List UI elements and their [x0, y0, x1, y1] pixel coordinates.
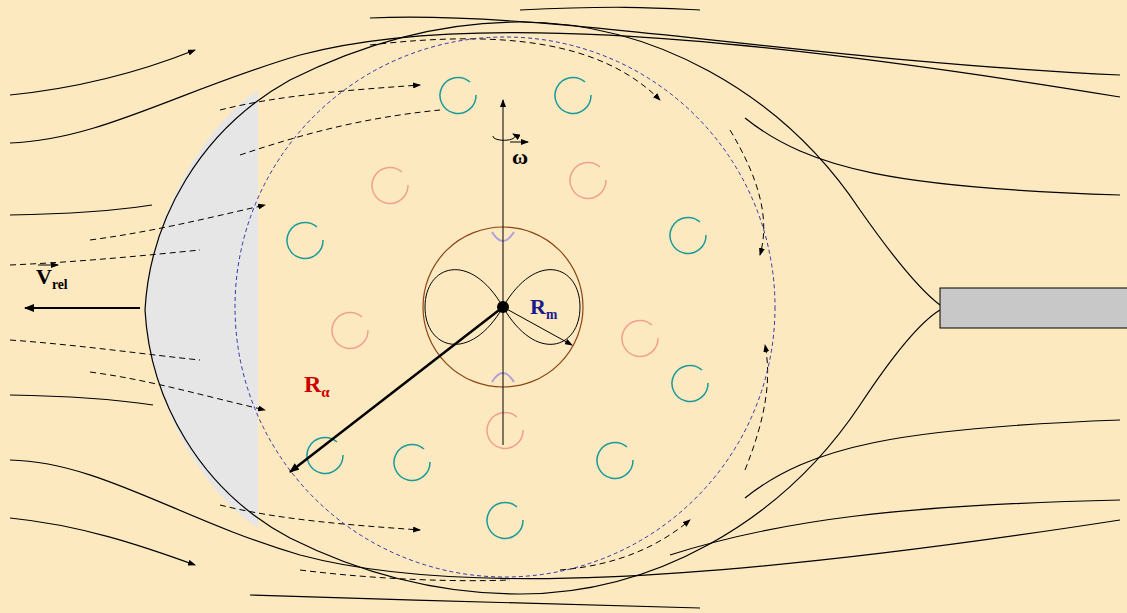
boundary-lines: [145, 22, 940, 594]
symbol-letter: R: [304, 371, 321, 397]
vector-mark: [510, 142, 528, 143]
tail-body: [940, 288, 1127, 328]
symbol-letter: ω: [512, 144, 528, 169]
rotation-arrow: [493, 134, 515, 140]
alfven-radius-circle: [235, 37, 775, 577]
symbol-subscript: rel: [52, 277, 68, 292]
internal-flow: [10, 39, 768, 581]
angular-velocity-symbol: ω: [512, 146, 528, 168]
velocity-arrow: [25, 307, 140, 309]
symbol-subscript: α: [321, 384, 329, 400]
symbol-subscript: m: [546, 307, 557, 322]
rotation-axis: [503, 100, 504, 445]
alfven-radius-arrow: [290, 307, 503, 472]
magnetosphere-radius-symbol: Rm: [530, 296, 557, 321]
eddies: [287, 77, 708, 538]
symbol-letter: R: [530, 294, 546, 319]
symbol-letter: V: [36, 264, 52, 289]
velocity-symbol: Vrel: [36, 266, 68, 291]
alfven-radius-symbol: Rα: [304, 372, 330, 400]
streamlines: [10, 7, 1120, 608]
